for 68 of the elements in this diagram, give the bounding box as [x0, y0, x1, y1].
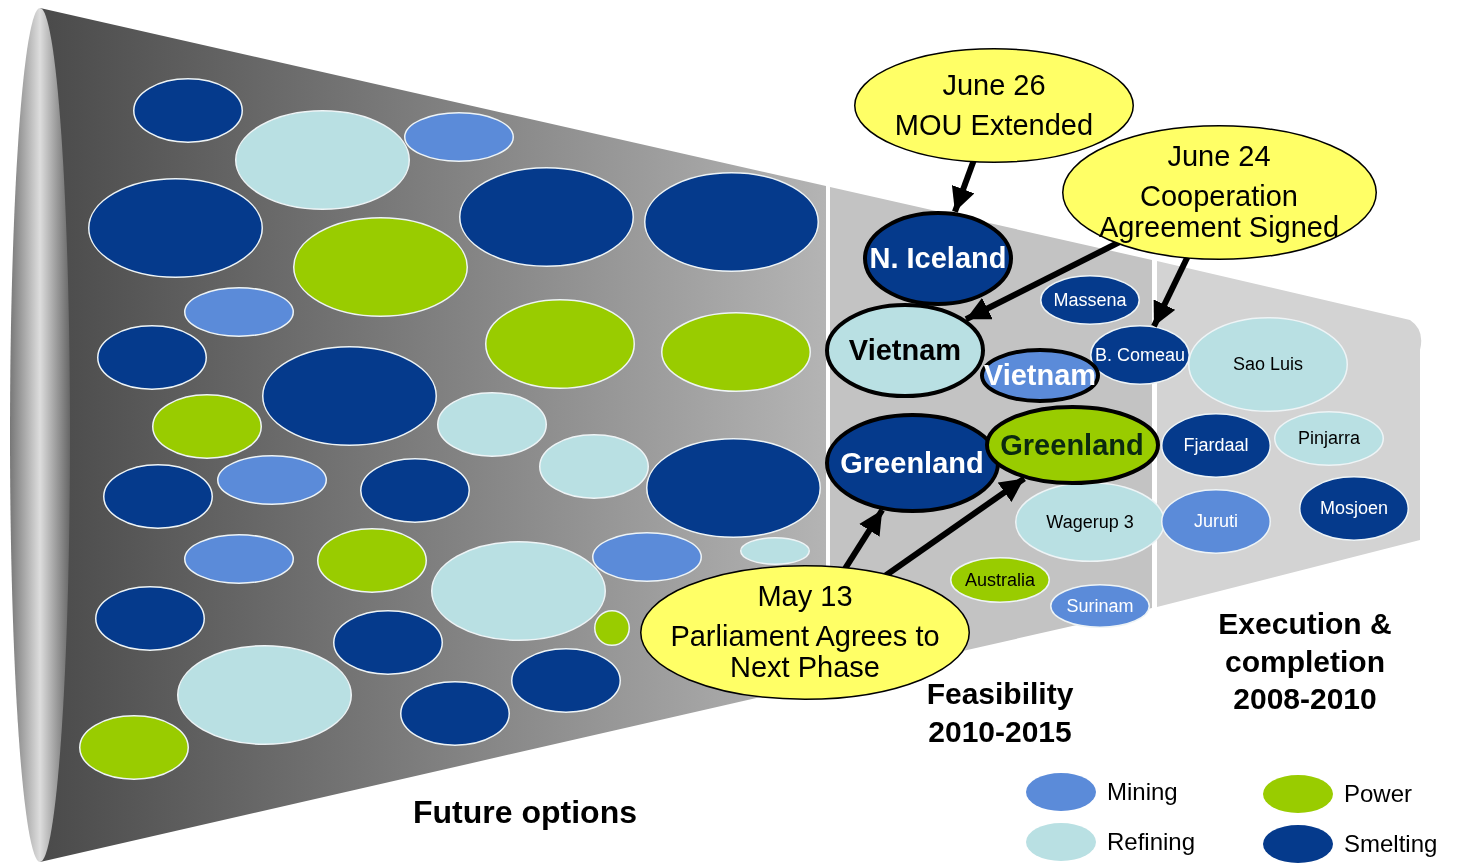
site-label: Fjardaal [1183, 435, 1249, 455]
category-ellipse [152, 393, 262, 459]
site-label: Sao Luis [1232, 354, 1304, 374]
category-ellipse [740, 537, 810, 565]
category-ellipse [592, 532, 702, 582]
category-ellipse [1188, 316, 1348, 412]
site-label: Greenland [1000, 429, 1144, 461]
category-ellipse [863, 210, 1013, 306]
category-ellipse [661, 312, 811, 392]
callout-text: June 26 MOU Extended [893, 69, 1095, 141]
category-ellipse [458, 167, 634, 267]
category-ellipse [103, 463, 213, 529]
category-ellipse [87, 178, 263, 278]
category-ellipse [984, 405, 1160, 485]
category-ellipse [261, 346, 437, 446]
site-label: Mosjoen [1320, 498, 1388, 518]
category-ellipse [1161, 412, 1271, 478]
category-ellipse [539, 433, 649, 499]
site-label: Juruti [1194, 511, 1238, 531]
site-label: B. Comeau [1095, 345, 1185, 365]
site-label: Wagerup 3 [1046, 512, 1134, 532]
legend-label: Power [1344, 780, 1413, 808]
category-ellipse [97, 324, 207, 390]
site-label: Massena [1053, 290, 1127, 310]
category-ellipse [95, 585, 205, 651]
category-ellipse [1015, 482, 1165, 562]
category-ellipse [430, 541, 606, 641]
category-ellipse [184, 534, 294, 584]
site-label: N. Iceland [869, 242, 1007, 274]
category-ellipse [1161, 488, 1271, 554]
category-ellipse [133, 77, 243, 143]
category-ellipse [184, 287, 294, 337]
site-label: Greenland [840, 447, 984, 479]
section-label: Future options [412, 793, 638, 832]
category-ellipse [645, 438, 821, 538]
category-ellipse [1274, 410, 1384, 466]
category-ellipse [824, 413, 1000, 513]
site-label: Surinam [1066, 596, 1134, 616]
legend-label: Refining [1107, 828, 1196, 856]
category-ellipse [400, 680, 510, 746]
category-ellipse [292, 217, 468, 317]
category-ellipse [1299, 475, 1409, 541]
category-ellipse [234, 110, 410, 210]
legend-label: Mining [1107, 778, 1178, 806]
category-ellipse [594, 610, 630, 646]
category-ellipse [643, 172, 819, 272]
site-label: Pinjarra [1298, 428, 1360, 448]
category-ellipse [333, 609, 443, 675]
site-label: Australia [965, 570, 1035, 590]
category-ellipse [485, 299, 635, 389]
category-ellipse [950, 557, 1050, 603]
category-ellipse [404, 112, 514, 162]
section-label: Execution & completion 2008-2010 [1217, 606, 1393, 717]
category-ellipse [317, 527, 427, 593]
category-ellipse [511, 647, 621, 713]
site-label: Vietnam [983, 359, 1097, 391]
legend-label: Smelting [1344, 830, 1438, 858]
callout-bubble [854, 47, 1134, 163]
callout-text: June 24 Cooperation Agreement Signed [1097, 141, 1341, 243]
site-label: Vietnam [848, 334, 962, 366]
category-ellipse [217, 455, 327, 505]
category-ellipse [176, 645, 352, 745]
category-ellipse [360, 457, 470, 523]
category-ellipse [79, 714, 189, 780]
category-ellipse [825, 302, 985, 398]
category-ellipse [1040, 275, 1140, 325]
category-ellipse [1050, 584, 1150, 628]
category-ellipse [437, 391, 547, 457]
